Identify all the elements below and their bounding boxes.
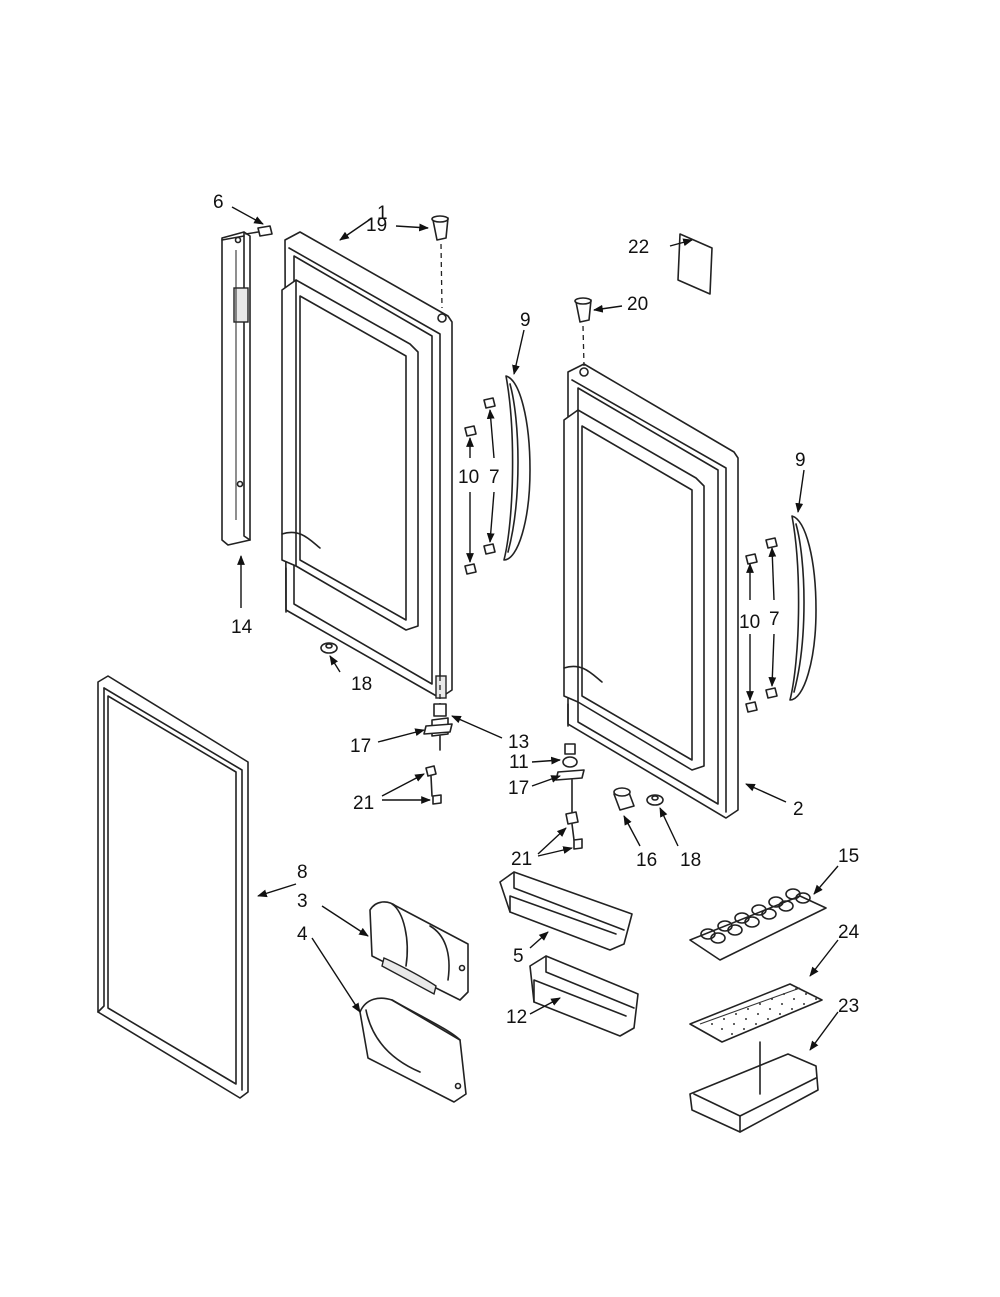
door-bin-5 bbox=[499, 871, 633, 951]
door-right bbox=[563, 363, 739, 819]
callout-5: 5 bbox=[513, 946, 524, 967]
cover-dot bbox=[759, 1003, 761, 1005]
tray-cover-24 bbox=[689, 983, 823, 1043]
callout-16: 16 bbox=[636, 850, 657, 871]
handle-screws-left bbox=[464, 397, 496, 575]
egg-cup bbox=[795, 892, 811, 904]
callout-4: 4 bbox=[297, 924, 308, 945]
callout-17-right: 17 bbox=[508, 778, 529, 799]
cover-dot bbox=[791, 1008, 793, 1010]
grommet-left bbox=[320, 642, 338, 654]
cover-dot bbox=[711, 1023, 713, 1025]
egg-cup bbox=[778, 900, 794, 912]
cover-dot bbox=[743, 1028, 745, 1030]
cover-dot bbox=[767, 1018, 769, 1020]
door-gasket bbox=[97, 675, 249, 1099]
callout-13: 13 bbox=[508, 732, 529, 753]
cover-dot bbox=[815, 998, 817, 1000]
label-22 bbox=[677, 233, 713, 295]
cover-dot bbox=[735, 1013, 737, 1015]
tray-23 bbox=[689, 1041, 819, 1133]
callout-10-left: 10 bbox=[458, 467, 479, 488]
callout-22: 22 bbox=[628, 237, 649, 258]
leader-lines bbox=[231, 206, 839, 1051]
screws-21-left bbox=[425, 765, 442, 805]
callout-9-left: 9 bbox=[520, 310, 531, 331]
callout-8: 8 bbox=[297, 862, 308, 883]
callout-23: 23 bbox=[838, 996, 859, 1017]
callout-7-left: 7 bbox=[489, 467, 500, 488]
bushing-20 bbox=[574, 297, 592, 367]
dairy-bin-4 bbox=[359, 997, 467, 1103]
hinge-bracket-strip bbox=[221, 231, 251, 546]
cover-dot bbox=[783, 993, 785, 995]
cover-dot bbox=[803, 1003, 805, 1005]
cover-dot bbox=[755, 1023, 757, 1025]
callout-19: 19 bbox=[366, 215, 387, 236]
callout-20: 20 bbox=[627, 294, 648, 315]
callout-9-right: 9 bbox=[795, 450, 806, 471]
callout-1: 1 bbox=[377, 203, 388, 224]
callout-10-right: 10 bbox=[739, 612, 760, 633]
bushing-19 bbox=[431, 215, 449, 309]
cover-dot bbox=[747, 1008, 749, 1010]
cover-dot bbox=[795, 988, 797, 990]
callout-17-left: 17 bbox=[350, 736, 371, 757]
cover-dot bbox=[779, 1013, 781, 1015]
cover-dot bbox=[733, 1023, 735, 1025]
egg-tray-15 bbox=[689, 888, 827, 961]
grommet-right bbox=[646, 794, 664, 806]
door-bin-12 bbox=[529, 955, 639, 1037]
callout-14: 14 bbox=[231, 617, 253, 638]
handle-left bbox=[503, 375, 531, 561]
callout-2: 2 bbox=[793, 799, 804, 820]
egg-cup bbox=[761, 908, 777, 920]
callout-21-left: 21 bbox=[353, 793, 374, 814]
cover-dot bbox=[781, 1003, 783, 1005]
cover-dot bbox=[721, 1028, 723, 1030]
cover-dot bbox=[793, 998, 795, 1000]
callout-6: 6 bbox=[213, 192, 224, 213]
cover-dot bbox=[723, 1018, 725, 1020]
callout-15: 15 bbox=[838, 846, 859, 867]
cover-dot bbox=[769, 1008, 771, 1010]
callout-12: 12 bbox=[506, 1007, 527, 1028]
cover-dot bbox=[757, 1013, 759, 1015]
egg-cup bbox=[744, 916, 760, 928]
egg-cup bbox=[727, 924, 743, 936]
callout-numbers: 1 2 3 4 5 6 7 7 8 9 9 10 10 11 12 13 14 … bbox=[213, 192, 860, 1028]
handle-screws-right bbox=[745, 537, 778, 713]
egg-cup bbox=[710, 932, 726, 944]
callout-3: 3 bbox=[297, 891, 308, 912]
screw-6 bbox=[245, 225, 273, 237]
callout-18-right: 18 bbox=[680, 850, 701, 871]
door-left bbox=[281, 231, 453, 699]
callout-18-left: 18 bbox=[351, 674, 372, 695]
cover-dot bbox=[745, 1018, 747, 1020]
callout-21-right: 21 bbox=[511, 849, 532, 870]
callout-7-right: 7 bbox=[769, 609, 780, 630]
door-stop-16 bbox=[613, 787, 635, 811]
hinge-pin-13 bbox=[423, 676, 453, 751]
cover-dot bbox=[805, 993, 807, 995]
dairy-compartment-3 bbox=[369, 901, 469, 1001]
cover-dot bbox=[771, 998, 773, 1000]
hinge-right-assembly bbox=[555, 743, 585, 850]
callout-24: 24 bbox=[838, 922, 860, 943]
handle-right bbox=[789, 515, 817, 701]
cover-dot bbox=[731, 1033, 733, 1035]
callout-11: 11 bbox=[509, 752, 529, 773]
